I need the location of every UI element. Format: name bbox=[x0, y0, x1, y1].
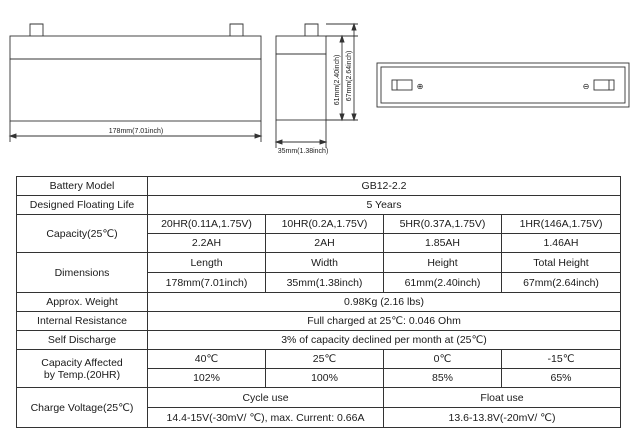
temp-capacity-label-line2: by Temp.(20HR) bbox=[43, 368, 121, 381]
row-dimension-headers: Dimensions Length Width Height Total Hei… bbox=[16, 252, 622, 293]
row-temp-values: 102% 100% 85% 65% bbox=[17, 368, 622, 388]
dimension-header: Height bbox=[383, 252, 502, 273]
side-width-label: 35mm(1.38inch) bbox=[278, 148, 329, 155]
temp-value: 102% bbox=[147, 368, 266, 388]
terminal-positive-tab bbox=[391, 79, 413, 91]
row-temp-headers: Capacity Affected by Temp.(20HR) 40℃ 25℃… bbox=[16, 349, 622, 388]
floating-life-value: 5 Years bbox=[146, 195, 622, 215]
capacity-value: 2.2AH bbox=[147, 233, 266, 253]
terminal-negative-tab bbox=[593, 79, 615, 91]
terminal-positive-symbol: ⊕ bbox=[417, 82, 424, 91]
temp-header: 0℃ bbox=[383, 349, 502, 369]
capacity-rate: 1HR(146A,1.75V) bbox=[500, 214, 622, 234]
battery-model-value: GB12-2.2 bbox=[146, 176, 622, 196]
side-height-label: 61mm(2.40inch) bbox=[334, 55, 341, 106]
row-self-discharge: Self Discharge 3% of capacity declined p… bbox=[16, 330, 622, 350]
capacity-value: 1.46AH bbox=[500, 233, 622, 253]
row-charge-headers: Charge Voltage(25℃) Cycle use Float use bbox=[16, 387, 622, 428]
spec-table: Battery Model GB12-2.2 Designed Floating… bbox=[16, 176, 622, 428]
temp-header: 40℃ bbox=[147, 349, 266, 369]
front-length-label: 178mm(7.01inch) bbox=[109, 128, 163, 135]
float-use-value: 13.6-13.8V(-20mV/ ℃) bbox=[382, 407, 622, 428]
temp-value: 65% bbox=[500, 368, 622, 388]
float-use-header: Float use bbox=[382, 387, 622, 408]
terminal-negative-symbol: ⊖ bbox=[583, 82, 590, 91]
dimension-header: Total Height bbox=[500, 252, 622, 273]
temp-value: 85% bbox=[383, 368, 502, 388]
internal-resistance-value: Full charged at 25℃: 0.046 Ohm bbox=[146, 311, 622, 331]
top-view bbox=[376, 62, 630, 108]
temp-header: -15℃ bbox=[500, 349, 622, 369]
floating-life-label: Designed Floating Life bbox=[16, 195, 148, 215]
cycle-use-header: Cycle use bbox=[147, 387, 384, 408]
self-discharge-label: Self Discharge bbox=[16, 330, 148, 350]
temp-capacity-label: Capacity Affected by Temp.(20HR) bbox=[16, 349, 148, 388]
capacity-rate: 5HR(0.37A,1.75V) bbox=[383, 214, 502, 234]
technical-drawing: 178mm(7.01inch) 35mm(1.38inch) 61mm(2.40… bbox=[8, 22, 630, 155]
battery-model-label: Battery Model bbox=[16, 176, 148, 196]
dimension-value: 35mm(1.38inch) bbox=[265, 272, 384, 293]
capacity-value: 1.85AH bbox=[383, 233, 502, 253]
row-battery-model: Battery Model GB12-2.2 bbox=[16, 176, 622, 196]
dimension-header: Width bbox=[265, 252, 384, 273]
dimension-value: 61mm(2.40inch) bbox=[383, 272, 502, 293]
row-weight: Approx. Weight 0.98Kg (2.16 lbs) bbox=[16, 292, 622, 312]
row-dimension-values: 178mm(7.01inch) 35mm(1.38inch) 61mm(2.40… bbox=[17, 272, 622, 293]
capacity-rate: 10HR(0.2A,1.75V) bbox=[265, 214, 384, 234]
temp-value: 100% bbox=[265, 368, 384, 388]
front-view bbox=[8, 23, 263, 142]
weight-label: Approx. Weight bbox=[16, 292, 148, 312]
side-total-height-label: 67mm(2.64inch) bbox=[346, 51, 353, 102]
row-internal-resistance: Internal Resistance Full charged at 25℃:… bbox=[16, 311, 622, 331]
row-floating-life: Designed Floating Life 5 Years bbox=[16, 195, 622, 215]
dimension-value: 67mm(2.64inch) bbox=[500, 272, 622, 293]
charge-voltage-label: Charge Voltage(25℃) bbox=[16, 387, 148, 428]
capacity-rate: 20HR(0.11A,1.75V) bbox=[147, 214, 266, 234]
self-discharge-value: 3% of capacity declined per month at (25… bbox=[146, 330, 622, 350]
cycle-use-value: 14.4-15V(-30mV/ ℃), max. Current: 0.66A bbox=[147, 407, 384, 428]
dimension-value: 178mm(7.01inch) bbox=[147, 272, 266, 293]
weight-value: 0.98Kg (2.16 lbs) bbox=[146, 292, 622, 312]
capacity-label: Capacity(25℃) bbox=[16, 214, 148, 253]
row-capacity-rates: Capacity(25℃) 20HR(0.11A,1.75V) 10HR(0.2… bbox=[16, 214, 622, 253]
internal-resistance-label: Internal Resistance bbox=[16, 311, 148, 331]
capacity-value: 2AH bbox=[265, 233, 384, 253]
row-charge-values: 14.4-15V(-30mV/ ℃), max. Current: 0.66A … bbox=[17, 407, 622, 428]
side-view bbox=[274, 22, 358, 148]
dimension-header: Length bbox=[147, 252, 266, 273]
temp-capacity-label-line1: Capacity Affected bbox=[41, 356, 123, 369]
temp-header: 25℃ bbox=[265, 349, 384, 369]
dimensions-label: Dimensions bbox=[16, 252, 148, 293]
